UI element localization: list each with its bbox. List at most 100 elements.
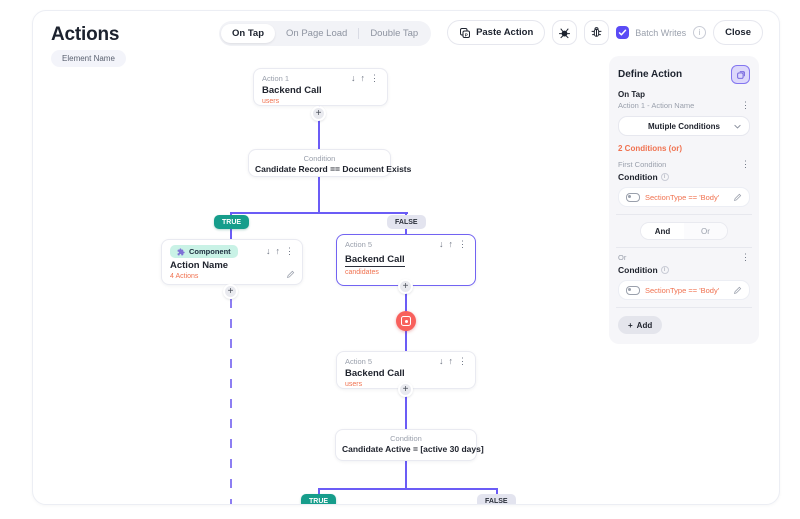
- page-title: Actions: [51, 24, 120, 45]
- add-action-button[interactable]: +: [311, 106, 326, 121]
- error-marker-icon[interactable]: [396, 311, 416, 331]
- first-condition-label: First Condition: [618, 160, 667, 169]
- connector-line: [405, 212, 407, 217]
- panel-action-ref: Action 1 - Action Name: [618, 101, 695, 110]
- kebab-menu-icon[interactable]: ⋮: [458, 239, 467, 249]
- move-up-icon[interactable]: ↑: [448, 356, 454, 366]
- condition-node-2[interactable]: Condition Candidate Active = [active 30 …: [335, 429, 484, 461]
- connector-line: [318, 177, 320, 213]
- move-up-icon[interactable]: ↑: [275, 246, 281, 256]
- condition-title: Candidate Record == Document Exists: [255, 164, 412, 174]
- condition-node-1[interactable]: Condition Candidate Record == Document E…: [248, 149, 412, 177]
- condition-expression-text: SectionType == 'Body': [645, 192, 720, 202]
- svg-text:P: P: [465, 32, 468, 37]
- connector-line: [405, 229, 407, 235]
- define-action-panel: Define Action On Tap Action 1 - Action N…: [609, 56, 759, 344]
- puzzle-icon: [177, 247, 185, 255]
- paste-action-button[interactable]: P Paste Action: [447, 20, 546, 45]
- condition-kind-label: Condition: [303, 154, 336, 163]
- action-collection: candidates: [345, 269, 379, 276]
- and-or-toggle[interactable]: And Or: [640, 222, 728, 240]
- move-down-icon[interactable]: ↓: [439, 356, 444, 366]
- close-button-label: Close: [725, 27, 751, 38]
- action-kind-label: Action 5: [345, 240, 373, 249]
- condition-label: Condition: [618, 265, 658, 275]
- spider-icon: [558, 26, 571, 39]
- add-condition-button[interactable]: + Add: [618, 316, 663, 334]
- toggle-icon: [626, 285, 640, 295]
- kebab-menu-icon[interactable]: ⋮: [741, 159, 750, 169]
- tab-on-page-load[interactable]: On Page Load: [286, 28, 348, 39]
- bug-icon: [590, 26, 603, 39]
- kebab-menu-icon[interactable]: ⋮: [741, 252, 750, 262]
- spider-debug-button[interactable]: [552, 20, 578, 45]
- chevron-down-icon: [733, 122, 742, 131]
- component-action-count: 4 Actions: [170, 273, 199, 280]
- or-section-label: Or: [618, 253, 627, 262]
- condition-expression-text: SectionType == 'Body': [645, 285, 720, 295]
- edit-pencil-icon: [733, 193, 742, 201]
- edit-pencil-icon[interactable]: [286, 270, 295, 279]
- action-node-5b[interactable]: Action 5 ↓ ↑ ⋮ Backend Call users: [336, 351, 476, 389]
- kebab-menu-icon[interactable]: ⋮: [370, 73, 379, 83]
- info-icon[interactable]: i: [660, 266, 669, 274]
- move-down-icon[interactable]: ↓: [351, 73, 356, 83]
- batch-writes-checkbox[interactable]: [616, 26, 630, 39]
- component-action-name: Action Name: [170, 260, 229, 271]
- kebab-menu-icon[interactable]: ⋮: [285, 246, 294, 256]
- add-button-label: Add: [636, 320, 653, 330]
- tab-double-tap[interactable]: Double Tap: [370, 28, 419, 39]
- action-title: Backend Call: [262, 85, 322, 96]
- condition-kind-label: Condition: [390, 434, 422, 443]
- component-badge: Component: [170, 245, 238, 258]
- condition-expression-1[interactable]: SectionType == 'Body': [618, 187, 750, 207]
- dashed-connector-line: [230, 299, 232, 504]
- add-action-button[interactable]: +: [398, 382, 413, 397]
- condition-title: Candidate Active = [active 30 days]: [342, 444, 484, 454]
- toggle-icon: [626, 192, 640, 202]
- copy-icon: [736, 70, 745, 79]
- divider: [616, 307, 752, 308]
- header-actions: P Paste Action Batch Wri: [447, 20, 763, 45]
- check-icon: [619, 29, 627, 36]
- kebab-menu-icon[interactable]: ⋮: [458, 356, 467, 366]
- plus-icon: +: [628, 320, 633, 330]
- connector-line: [318, 488, 320, 495]
- connector-line: [318, 488, 497, 490]
- action-collection: users: [262, 98, 280, 105]
- kebab-menu-icon[interactable]: ⋮: [741, 100, 750, 110]
- action-collection: users: [345, 381, 363, 388]
- connector-line: [405, 461, 407, 488]
- component-node[interactable]: Component ↓ ↑ ⋮ Action Name 4 Actions: [161, 239, 303, 285]
- action-title-editing[interactable]: Backend Call: [345, 254, 405, 267]
- conditions-type-value: Mutiple Conditions: [648, 121, 720, 131]
- info-icon[interactable]: i: [660, 173, 669, 181]
- move-down-icon[interactable]: ↓: [266, 246, 271, 256]
- connector-line: [318, 106, 320, 149]
- conditions-type-dropdown[interactable]: Mutiple Conditions: [618, 116, 750, 136]
- edit-pencil-icon: [733, 286, 742, 294]
- add-action-button[interactable]: +: [398, 279, 413, 294]
- move-down-icon[interactable]: ↓: [439, 239, 444, 249]
- close-button[interactable]: Close: [713, 20, 763, 45]
- bug-debug-button[interactable]: [584, 20, 610, 45]
- conditions-summary: 2 Conditions (or): [618, 144, 682, 153]
- move-up-icon[interactable]: ↑: [360, 73, 366, 83]
- add-action-button[interactable]: +: [223, 284, 238, 299]
- or-segment[interactable]: Or: [684, 223, 727, 239]
- action-node-1[interactable]: Action 1 ↓ ↑ ⋮ Backend Call users: [253, 68, 388, 106]
- tab-on-tap[interactable]: On Tap: [221, 24, 276, 43]
- condition-expression-2[interactable]: SectionType == 'Body': [618, 280, 750, 300]
- and-segment[interactable]: And: [641, 223, 684, 239]
- actions-editor-window: Actions Element Name On Tap On Page Load…: [32, 10, 780, 505]
- move-up-icon[interactable]: ↑: [448, 239, 454, 249]
- info-icon[interactable]: i: [693, 26, 707, 39]
- true-branch-badge: TRUE: [214, 215, 250, 229]
- connector-line: [230, 229, 232, 239]
- copy-action-button[interactable]: [731, 65, 750, 84]
- panel-event-label: On Tap: [618, 90, 645, 99]
- action-kind-label: Action 1: [262, 74, 290, 83]
- connector-line: [230, 212, 408, 214]
- divider: [616, 214, 752, 215]
- paste-icon: P: [459, 27, 471, 39]
